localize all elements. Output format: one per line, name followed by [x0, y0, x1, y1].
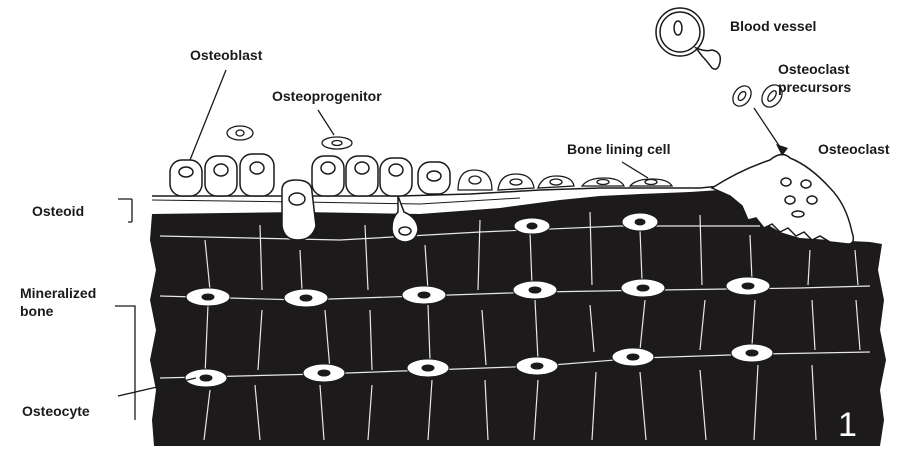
bone-lining-cell-pointer — [622, 162, 648, 178]
osteocyte-cell — [284, 289, 328, 307]
osteocyte-cell — [516, 357, 558, 375]
bone-lining-cell — [458, 170, 492, 190]
osteocyte-cell — [622, 213, 658, 231]
mineralized-bone-bracket — [115, 306, 135, 420]
osteocyte-cell — [621, 279, 665, 297]
figure-number: 1 — [838, 406, 857, 444]
osteoclast-precursors-label-line2: precursors — [778, 79, 851, 95]
bone-lining-cell — [582, 178, 624, 186]
osteocyte-cell — [303, 364, 345, 382]
osteoprogenitor-cells — [227, 126, 352, 149]
osteoblast-pointer — [190, 70, 226, 160]
osteoprogenitor-cell — [322, 137, 352, 149]
osteoid-bracket — [118, 199, 132, 222]
osteoblast-cell — [205, 156, 237, 196]
osteoblast-cell — [380, 158, 412, 196]
osteoprogenitor-pointer — [318, 110, 334, 135]
osteoblast-label: Osteoblast — [190, 47, 263, 63]
osteoclast-precursors-pointer — [754, 108, 782, 150]
osteoclast-precursors-label-line1: Osteoclast — [778, 61, 850, 77]
bone-lining-cell — [498, 174, 534, 190]
bone-lining-cell-label: Bone lining cell — [567, 141, 670, 157]
osteocyte-cell — [185, 369, 227, 387]
osteocyte-cell — [513, 281, 557, 299]
osteocyte-label: Osteocyte — [22, 403, 90, 419]
osteoblast-cell — [312, 156, 344, 196]
osteocyte-cell — [186, 288, 230, 306]
bone-lining-cell — [538, 176, 574, 188]
osteoclast-precursor-cell — [729, 82, 755, 109]
mineralized-bone-label-line2: bone — [20, 303, 54, 319]
blood-vessel-label: Blood vessel — [730, 18, 816, 34]
embedding-osteoblast-cell — [282, 180, 316, 240]
osteocyte-cell — [407, 359, 449, 377]
osteoblast-cell — [240, 154, 274, 196]
osteoid-underline — [152, 198, 520, 204]
osteocyte-cell — [731, 344, 773, 362]
bone-lining-cell — [630, 179, 672, 186]
osteoid-label: Osteoid — [32, 203, 84, 219]
osteocyte-cell — [402, 286, 446, 304]
osteoprogenitor-label: Osteoprogenitor — [272, 88, 382, 104]
osteoblast-cell — [170, 160, 202, 196]
osteoblast-cell — [346, 156, 378, 196]
osteoblast-cell — [418, 162, 450, 194]
osteocyte-cell — [726, 277, 770, 295]
osteoclast-label: Osteoclast — [818, 141, 890, 157]
osteoprogenitor-cell — [227, 126, 253, 140]
blood-vessel — [656, 8, 720, 69]
osteocyte-cell — [612, 348, 654, 366]
osteocyte-cell — [514, 218, 550, 234]
mineralized-bone-label-line1: Mineralized — [20, 285, 96, 301]
osteoclast-precursors-arrowhead — [776, 144, 788, 156]
